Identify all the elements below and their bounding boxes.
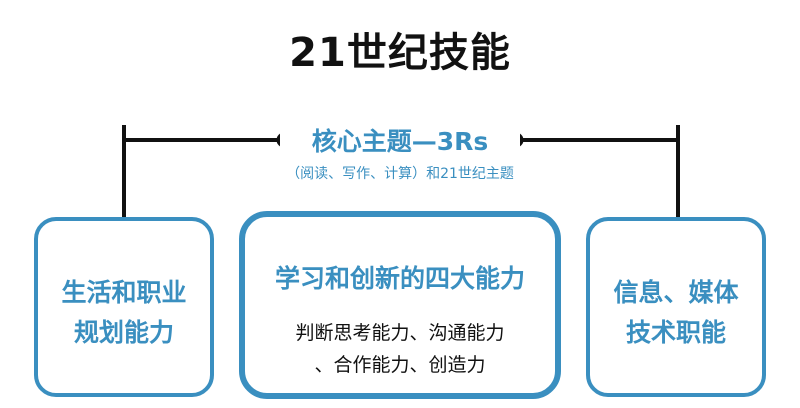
box-center-title: 学习和创新的四大能力 [274,264,525,293]
box-center-description: 判断思考能力、沟通能力 、合作能力、创造力 [245,317,555,381]
box-right-line-2: 技术职能 [625,318,726,347]
information-media-tech-box: 信息、媒体 技术职能 [586,217,766,397]
box-left-line-1: 生活和职业 [61,278,187,307]
page-title: 21世纪技能 [289,30,511,76]
life-career-skills-box: 生活和职业 规划能力 [34,217,214,397]
core-theme-title: 核心主题—3Rs [280,122,520,158]
box-left-line-2: 规划能力 [73,318,174,347]
box-center-desc-line-2: 、合作能力、创造力 [314,354,486,376]
box-right-line-1: 信息、媒体 [613,278,739,307]
learning-innovation-skills-box: 学习和创新的四大能力 判断思考能力、沟通能力 、合作能力、创造力 [239,211,561,399]
core-theme-subtitle: （阅读、写作、计算）和21世纪主题 [286,166,514,182]
box-center-desc-line-1: 判断思考能力、沟通能力 [295,322,505,344]
